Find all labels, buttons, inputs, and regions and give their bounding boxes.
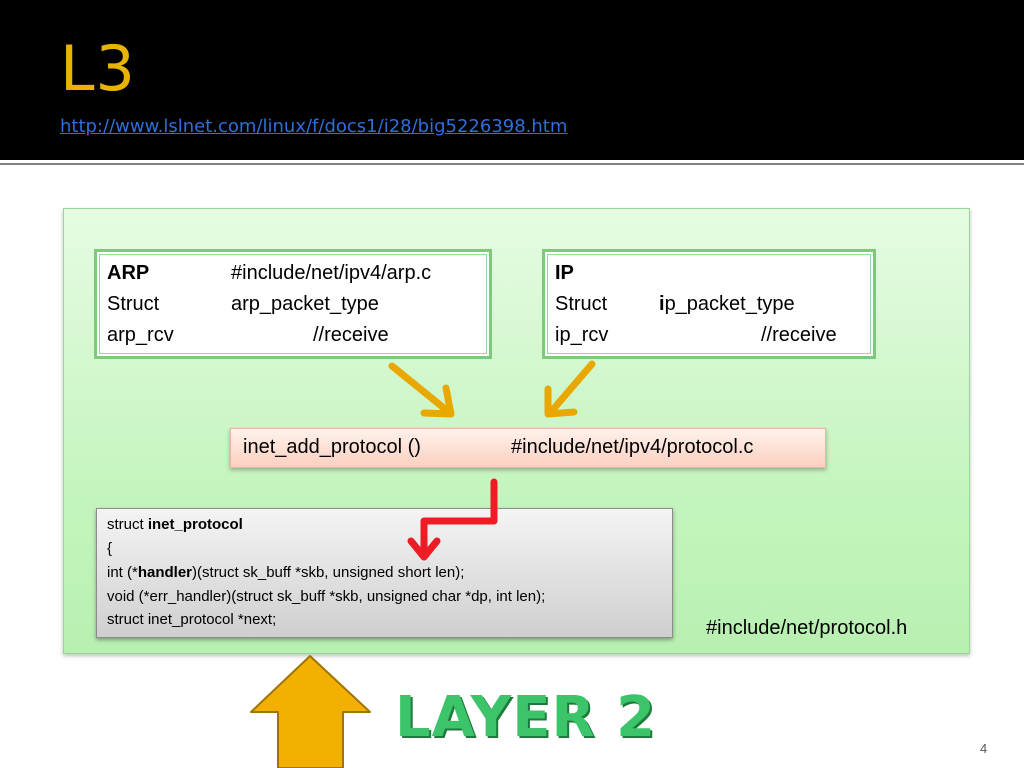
ip-packet-type-initial: i (659, 293, 665, 315)
inet-add-protocol-box: inet_add_protocol () #include/net/ipv4/p… (230, 428, 826, 468)
ip-packet-type-rest: p_packet_type (664, 293, 795, 315)
struct-name: inet_protocol (147, 516, 243, 533)
struct-line-2: { (107, 540, 113, 557)
ip-down-arrow-icon (544, 360, 596, 418)
ip-box: IP Struct ip_packet_type ip_rcv //receiv… (542, 249, 876, 359)
page-number: 4 (980, 741, 988, 756)
arp-packet-type: arp_packet_type (231, 293, 379, 315)
arp-label: ARP (107, 262, 150, 284)
arp-include: #include/net/ipv4/arp.c (231, 262, 432, 284)
handler-signature: )(struct sk_buff *skb, unsigned short le… (192, 564, 465, 581)
ip-receive-comment: //receive (761, 324, 837, 346)
ip-struct-label: Struct (555, 293, 608, 315)
inet-protocol-struct-box: struct inet_protocol { int (*handler)(st… (96, 508, 673, 638)
arp-struct-label: Struct (107, 293, 160, 315)
arp-rcv: arp_rcv (107, 324, 174, 346)
struct-line-5: struct inet_protocol *next; (107, 611, 277, 628)
layer2-up-arrow-icon (250, 655, 371, 768)
layer-2-label: LAYER 2 (395, 685, 657, 750)
arp-box: ARP #include/net/ipv4/arp.c Struct arp_p… (94, 249, 492, 359)
struct-keyword: struct (107, 516, 148, 533)
source-link[interactable]: http://www.lslnet.com/linux/f/docs1/i28/… (60, 116, 568, 137)
handler-name: handler (137, 564, 193, 581)
function-include: #include/net/ipv4/protocol.c (511, 436, 754, 458)
slide-title: L3 (60, 32, 136, 105)
title-bar (0, 0, 1024, 160)
function-name: inet_add_protocol () (243, 436, 421, 458)
title-divider (0, 163, 1024, 165)
struct-line-1: struct inet_protocol (107, 516, 243, 533)
ip-label: IP (555, 262, 574, 284)
struct-line-3: int (*handler)(struct sk_buff *skb, unsi… (107, 564, 464, 581)
struct-line-4: void (*err_handler)(struct sk_buff *skb,… (107, 588, 546, 605)
ip-packet-type: ip_packet_type (659, 293, 795, 316)
arp-receive-comment: //receive (313, 324, 389, 346)
protocol-header-label: #include/net/protocol.h (706, 617, 908, 639)
ip-rcv: ip_rcv (555, 324, 609, 346)
handler-red-arrow-icon (407, 478, 498, 561)
arp-down-arrow-icon (388, 362, 455, 418)
handler-prefix: int (* (107, 564, 138, 581)
